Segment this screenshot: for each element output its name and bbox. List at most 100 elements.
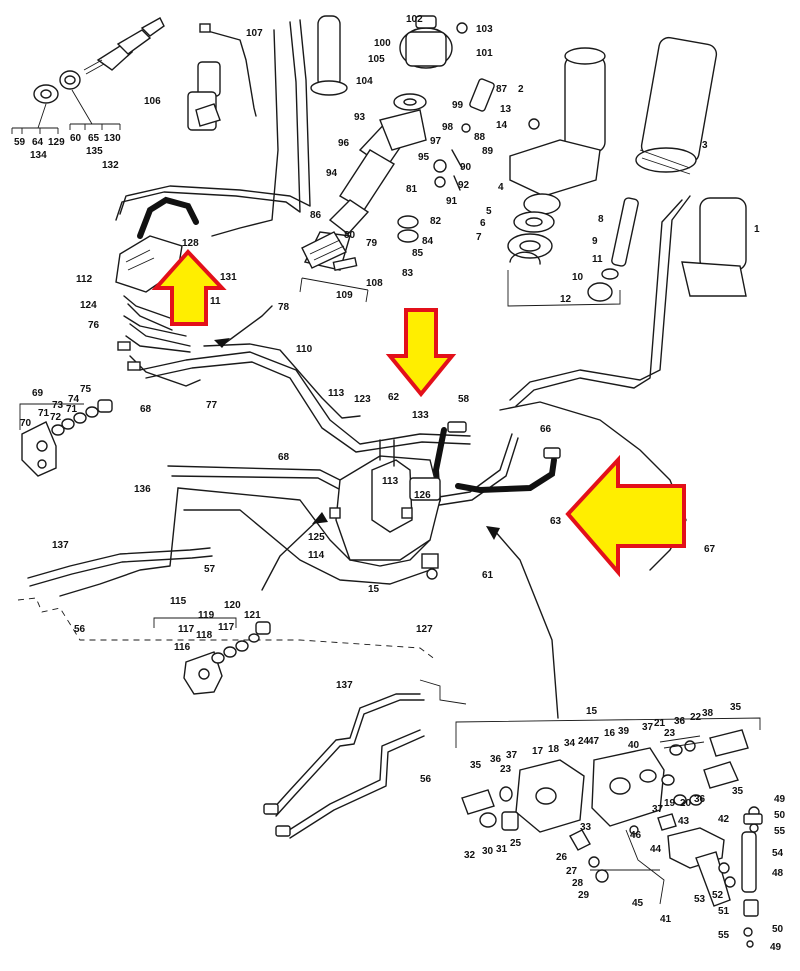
- label-52: 52: [712, 890, 724, 901]
- label-55a: 55: [774, 826, 786, 837]
- label-94: 94: [326, 168, 338, 179]
- label-123: 123: [354, 394, 371, 405]
- label-43: 43: [678, 816, 690, 827]
- label-21: 21: [654, 718, 666, 729]
- label-5: 5: [486, 206, 492, 217]
- center-control-valve: [329, 439, 441, 580]
- label-79: 79: [366, 238, 378, 249]
- highlight-arrow-down: [385, 308, 457, 398]
- label-116: 116: [174, 642, 191, 653]
- label-71b: 71: [38, 408, 50, 419]
- label-95: 95: [418, 152, 430, 163]
- label-71a: 71: [66, 404, 78, 415]
- label-30: 30: [482, 846, 494, 857]
- label-105: 105: [368, 54, 385, 65]
- label-32: 32: [464, 850, 476, 861]
- label-33: 33: [580, 822, 592, 833]
- union-fitting-assembly: [11, 17, 165, 134]
- label-11b: 11: [210, 296, 221, 307]
- highlight-arrows: [151, 249, 686, 578]
- master-cylinder-exploded-stack: [299, 15, 495, 303]
- label-87: 87: [496, 84, 508, 95]
- label-83: 83: [402, 268, 414, 279]
- label-46: 46: [630, 830, 642, 841]
- label-16: 16: [604, 728, 616, 739]
- label-84: 84: [422, 236, 434, 247]
- label-104: 104: [356, 76, 373, 87]
- label-78: 78: [278, 302, 290, 313]
- highlight-arrow-left: [565, 454, 686, 578]
- label-132: 132: [102, 160, 119, 171]
- label-51: 51: [718, 906, 730, 917]
- label-23a: 23: [664, 728, 676, 739]
- label-74: 74: [68, 394, 80, 405]
- label-91: 91: [446, 196, 458, 207]
- label-89: 89: [482, 146, 494, 157]
- label-127: 127: [416, 624, 433, 635]
- label-36a: 36: [674, 716, 686, 727]
- label-36b: 36: [490, 754, 502, 765]
- part-labels: 107 102 103 100 101 105 104 106 87 2 99 …: [20, 14, 786, 953]
- leader-arrows: [214, 305, 559, 719]
- label-77: 77: [206, 400, 218, 411]
- label-114: 114: [308, 550, 325, 561]
- label-109: 109: [336, 290, 353, 301]
- label-18: 18: [548, 744, 560, 755]
- label-56a: 56: [74, 624, 86, 635]
- label-120: 120: [224, 600, 241, 611]
- label-54: 54: [772, 848, 784, 859]
- label-106: 106: [144, 96, 161, 107]
- label-73: 73: [52, 400, 64, 411]
- label-56b: 56: [420, 774, 432, 785]
- group-134: 134: [30, 150, 47, 161]
- label-88: 88: [474, 132, 486, 143]
- label-58: 58: [458, 394, 470, 405]
- label-96: 96: [338, 138, 350, 149]
- label-62: 62: [388, 392, 400, 403]
- label-38: 38: [702, 708, 714, 719]
- label-113b: 113: [382, 476, 399, 487]
- label-99: 99: [452, 100, 464, 111]
- label-41: 41: [660, 914, 672, 925]
- label-117b: 117: [218, 622, 235, 633]
- label-131: 131: [220, 272, 237, 283]
- label-17: 17: [532, 746, 544, 757]
- group-64: 64: [32, 137, 44, 148]
- label-53: 53: [694, 894, 706, 905]
- label-67: 67: [704, 544, 716, 555]
- label-126: 126: [414, 490, 431, 501]
- label-10: 10: [572, 272, 584, 283]
- label-28: 28: [572, 878, 584, 889]
- label-15a: 15: [368, 584, 380, 595]
- label-128: 128: [182, 238, 199, 249]
- label-1: 1: [754, 224, 760, 235]
- label-76: 76: [88, 320, 100, 331]
- proportioning-valve-exploded: [455, 717, 763, 948]
- label-3: 3: [702, 140, 708, 151]
- label-103: 103: [476, 24, 493, 35]
- label-119: 119: [198, 610, 215, 621]
- label-25: 25: [510, 838, 522, 849]
- label-13: 13: [500, 104, 512, 115]
- label-35a: 35: [730, 702, 742, 713]
- label-68a: 68: [140, 404, 152, 415]
- label-124: 124: [80, 300, 97, 311]
- label-110: 110: [296, 344, 313, 355]
- label-36c: 36: [694, 794, 706, 805]
- label-20: 20: [680, 798, 692, 809]
- label-9: 9: [592, 236, 598, 247]
- label-57: 57: [204, 564, 216, 575]
- label-98: 98: [442, 122, 454, 133]
- label-133: 133: [412, 410, 429, 421]
- label-12: 12: [560, 294, 572, 305]
- label-24: 24: [578, 736, 590, 747]
- label-22: 22: [690, 712, 702, 723]
- label-26: 26: [556, 852, 568, 863]
- group-130: 130: [104, 133, 121, 144]
- group-129: 129: [48, 137, 65, 148]
- label-8: 8: [598, 214, 604, 225]
- label-44: 44: [650, 844, 662, 855]
- label-45: 45: [632, 898, 644, 909]
- group-59: 59: [14, 137, 26, 148]
